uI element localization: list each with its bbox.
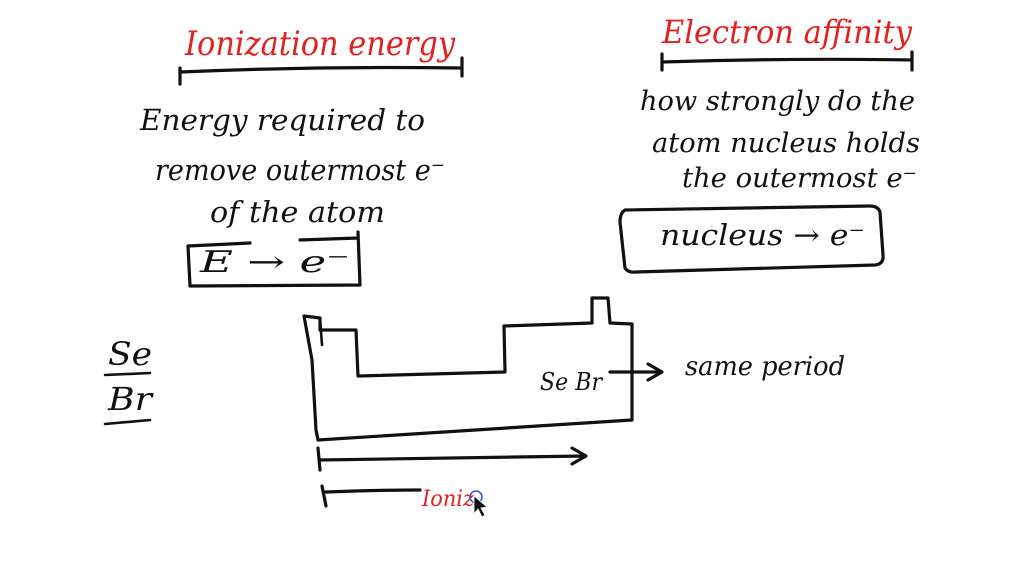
trend-arrow-upper [316,446,588,472]
ionization-underline-bracket [178,56,464,86]
ionization-title: Ionization energy [184,24,456,64]
affinity-underline-bracket [660,50,914,72]
element-br: Br [107,380,154,418]
partial-ionization-label: Ioniz [421,487,474,512]
affinity-definition-line2: atom nucleus holds [652,128,920,159]
ionization-definition-line3: of the atom [210,195,385,229]
ionization-formula-box [186,230,362,288]
affinity-title: Electron affinity [661,13,913,51]
mouse-pointer-icon [469,490,488,518]
trend-arrow-lower [320,484,422,508]
affinity-formula: nucleus → e⁻ [660,218,865,252]
element-se: Se [108,335,152,373]
table-note-period: same period [685,352,845,382]
element-br-underline [103,418,152,426]
same-period-arrow [608,362,664,382]
element-se-underline [103,371,152,377]
periodic-table-outline [302,296,634,442]
ionization-formula: E → e⁻ [198,245,350,280]
ionization-definition-line1: Energy required to [139,103,425,137]
table-note-pair: Se Br [540,368,603,396]
periodic-table-inner-line [318,316,324,347]
affinity-formula-box [618,204,885,274]
affinity-definition-line3: the outermost e⁻ [682,163,917,194]
affinity-definition-line1: how strongly do the [640,86,915,117]
ionization-definition-line2: remove outermost e⁻ [155,153,445,187]
